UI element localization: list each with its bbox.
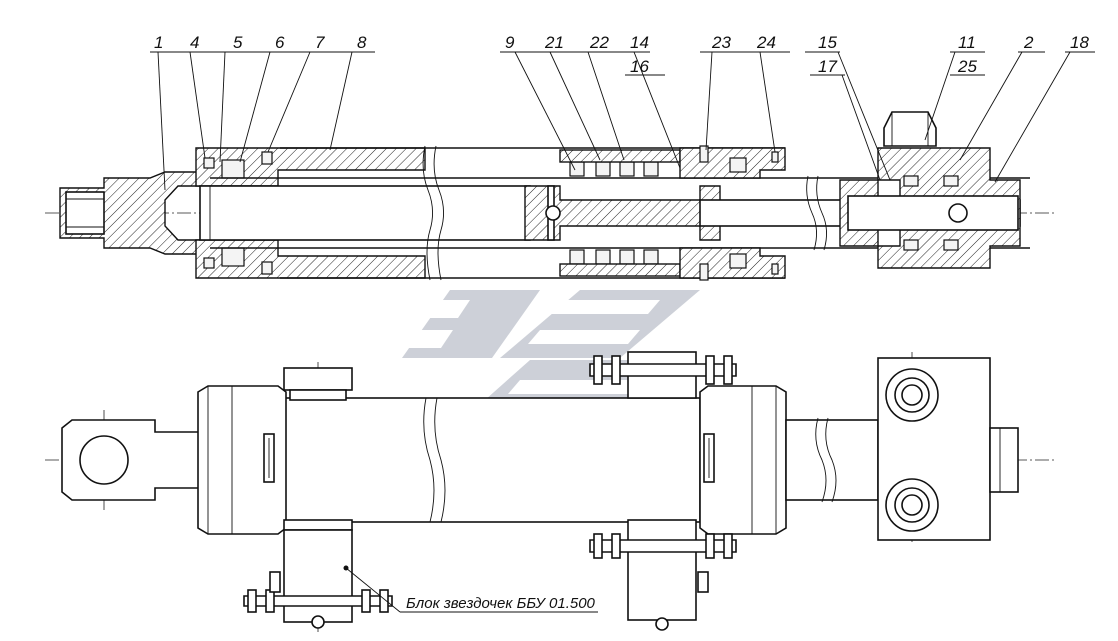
callout-24: 24 [756,33,776,52]
callout-5: 5 [233,33,243,52]
callout-1: 1 [154,33,163,52]
exterior-view: Блок звездочек ББУ 01.500 [45,351,1055,632]
section-view [45,111,1055,281]
callout-2: 2 [1023,33,1034,52]
piston-seals [559,149,681,277]
callout-7: 7 [315,33,325,52]
callout-25: 25 [957,57,977,76]
callout-18: 18 [1070,33,1089,52]
callout-23: 23 [711,33,731,52]
callout-15: 15 [818,33,837,52]
callout-6: 6 [275,33,285,52]
sprocket-teeth-right-top [593,355,733,385]
sprocket-teeth-right-bottom [593,533,733,559]
callout-17: 17 [818,57,837,76]
callout-21: 21 [544,33,564,52]
callout-14: 14 [630,33,649,52]
callout-8: 8 [357,33,367,52]
callout-16: 16 [630,57,649,76]
callout-labels: 1 4 5 6 7 8 9 21 22 14 16 23 24 15 17 11… [154,33,1089,76]
callout-4: 4 [190,33,199,52]
callout-22: 22 [589,33,609,52]
callout-11: 11 [958,33,976,52]
callout-9: 9 [505,33,515,52]
callout-leaders [150,51,1095,191]
sprocket-block-caption: Блок звездочек ББУ 01.500 [406,595,596,612]
